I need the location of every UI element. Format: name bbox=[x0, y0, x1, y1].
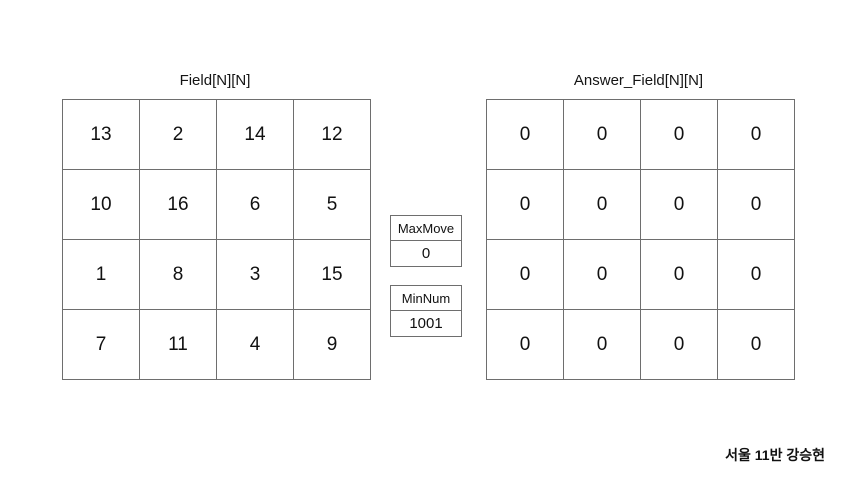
field-cell-1-0: 10 bbox=[62, 169, 140, 240]
table-row: 10 16 6 5 bbox=[62, 169, 371, 240]
maxmove-label: MaxMove bbox=[391, 216, 461, 241]
minnum-label: MinNum bbox=[391, 286, 461, 311]
answer-cell-1-1: 0 bbox=[563, 169, 641, 240]
answer-cell-3-3: 0 bbox=[717, 309, 795, 380]
field-cell-3-0: 7 bbox=[62, 309, 140, 380]
answer-field-matrix-grid: 0 0 0 0 0 0 0 0 0 0 0 0 0 bbox=[486, 99, 795, 380]
field-cell-3-1: 11 bbox=[139, 309, 217, 380]
field-matrix-grid: 13 2 14 12 10 16 6 5 1 8 3 15 bbox=[62, 99, 371, 380]
answer-cell-1-3: 0 bbox=[717, 169, 795, 240]
minnum-value: 1001 bbox=[409, 315, 443, 332]
field-cell-0-3: 12 bbox=[293, 99, 371, 170]
field-matrix-title: Field[N][N] bbox=[179, 72, 251, 89]
answer-cell-0-2: 0 bbox=[640, 99, 718, 170]
answer-field-matrix-title: Answer_Field[N][N] bbox=[573, 72, 704, 89]
field-cell-0-0: 13 bbox=[62, 99, 140, 170]
field-cell-1-3: 5 bbox=[293, 169, 371, 240]
field-cell-2-1: 8 bbox=[139, 239, 217, 310]
answer-cell-3-0: 0 bbox=[486, 309, 564, 380]
answer-cell-2-3: 0 bbox=[717, 239, 795, 310]
field-cell-1-2: 6 bbox=[216, 169, 294, 240]
answer-cell-0-0: 0 bbox=[486, 99, 564, 170]
table-row: 0 0 0 0 bbox=[486, 99, 795, 170]
field-cell-3-2: 4 bbox=[216, 309, 294, 380]
field-cell-1-1: 16 bbox=[139, 169, 217, 240]
answer-cell-3-1: 0 bbox=[563, 309, 641, 380]
field-cell-0-1: 2 bbox=[139, 99, 217, 170]
answer-cell-2-1: 0 bbox=[563, 239, 641, 310]
field-cell-0-2: 14 bbox=[216, 99, 294, 170]
table-row: 7 11 4 9 bbox=[62, 309, 371, 380]
table-row: 0 0 0 0 bbox=[486, 309, 795, 380]
maxmove-variable-box: MaxMove 0 bbox=[390, 215, 462, 267]
table-row: 13 2 14 12 bbox=[62, 99, 371, 170]
answer-cell-0-1: 0 bbox=[563, 99, 641, 170]
answer-cell-0-3: 0 bbox=[717, 99, 795, 170]
answer-cell-2-0: 0 bbox=[486, 239, 564, 310]
answer-cell-1-2: 0 bbox=[640, 169, 718, 240]
answer-cell-2-2: 0 bbox=[640, 239, 718, 310]
answer-cell-1-0: 0 bbox=[486, 169, 564, 240]
author-credit: 서울 11반 강승현 bbox=[725, 447, 825, 463]
table-row: 0 0 0 0 bbox=[486, 169, 795, 240]
minnum-variable-box: MinNum 1001 bbox=[390, 285, 462, 337]
maxmove-value: 0 bbox=[421, 245, 431, 262]
answer-cell-3-2: 0 bbox=[640, 309, 718, 380]
table-row: 0 0 0 0 bbox=[486, 239, 795, 310]
field-cell-3-3: 9 bbox=[293, 309, 371, 380]
field-cell-2-0: 1 bbox=[62, 239, 140, 310]
table-row: 1 8 3 15 bbox=[62, 239, 371, 310]
field-cell-2-2: 3 bbox=[216, 239, 294, 310]
field-cell-2-3: 15 bbox=[293, 239, 371, 310]
